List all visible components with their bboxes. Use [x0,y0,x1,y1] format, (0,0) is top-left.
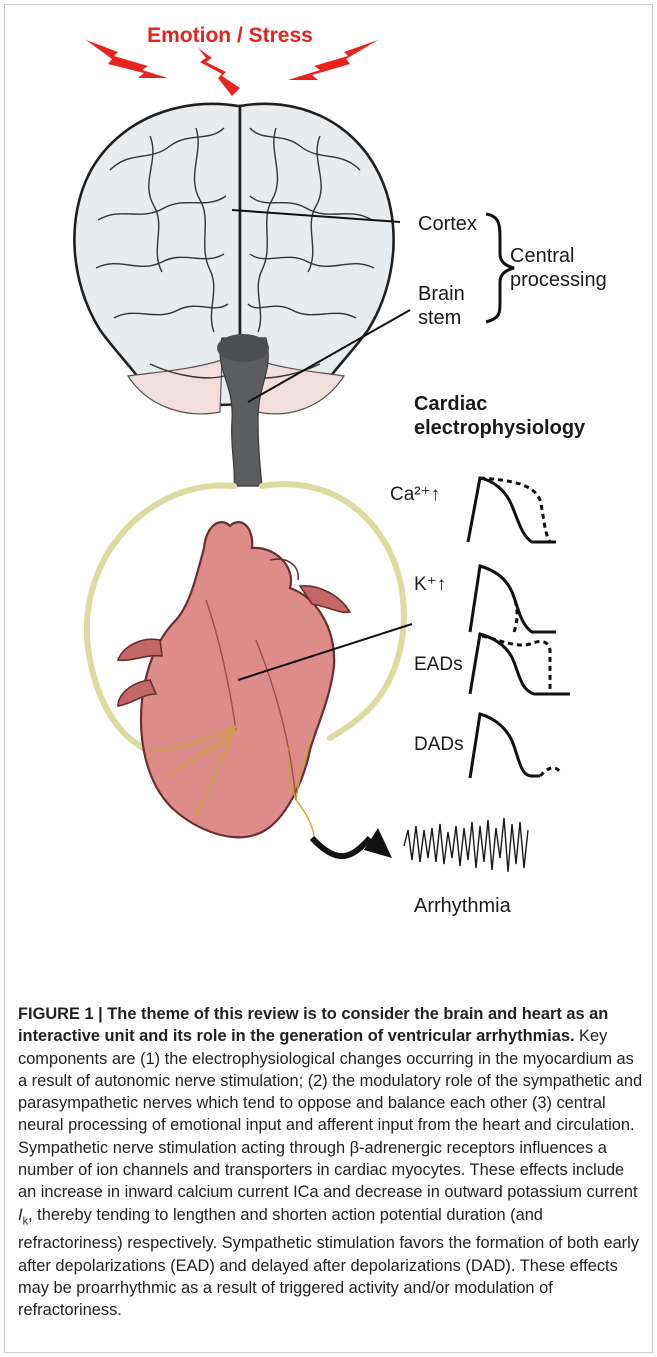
caption-body-1: Key components are (1) the electrophysio… [18,1027,642,1201]
brainstem-pons [217,334,269,362]
trace-dads [470,714,560,778]
trace-label-k: K⁺↑ [414,574,446,595]
central-label-line2: processing [510,269,607,291]
center-lightning-icon [198,48,240,96]
figure-illustration: Emotion / Stress [0,0,657,995]
central-label-line1: Central [510,245,574,267]
arrhythmia-label: Arrhythmia [414,895,512,917]
cardiac-title-line2: electrophysiology [414,417,586,439]
trace-label-eads: EADs [414,654,463,675]
trace-eads [470,634,570,694]
stress-label: Emotion / Stress [147,24,313,47]
cortex-label: Cortex [418,213,477,235]
figure-caption: FIGURE 1 | The theme of this review is t… [18,1003,644,1321]
arrhythmia-ecg [398,800,532,892]
arrow-shaft [312,838,370,856]
cardiac-title-line1: Cardiac [414,393,487,415]
central-processing-brace [486,214,514,322]
caption-figure-label: FIGURE 1 | [18,1005,107,1023]
brainstem-label-line1: Brain [418,283,465,305]
caption-body-2: , thereby tending to lengthen and shorte… [18,1206,639,1319]
brainstem-label-line2: stem [418,307,461,329]
trace-ca [468,478,556,542]
trace-label-ca: Ca²⁺↑ [390,484,440,505]
heart-illustration [118,522,350,837]
trace-k [470,566,556,632]
trace-label-dads: DADs [414,734,464,755]
caption-title: The theme of this review is to consider … [18,1005,608,1045]
